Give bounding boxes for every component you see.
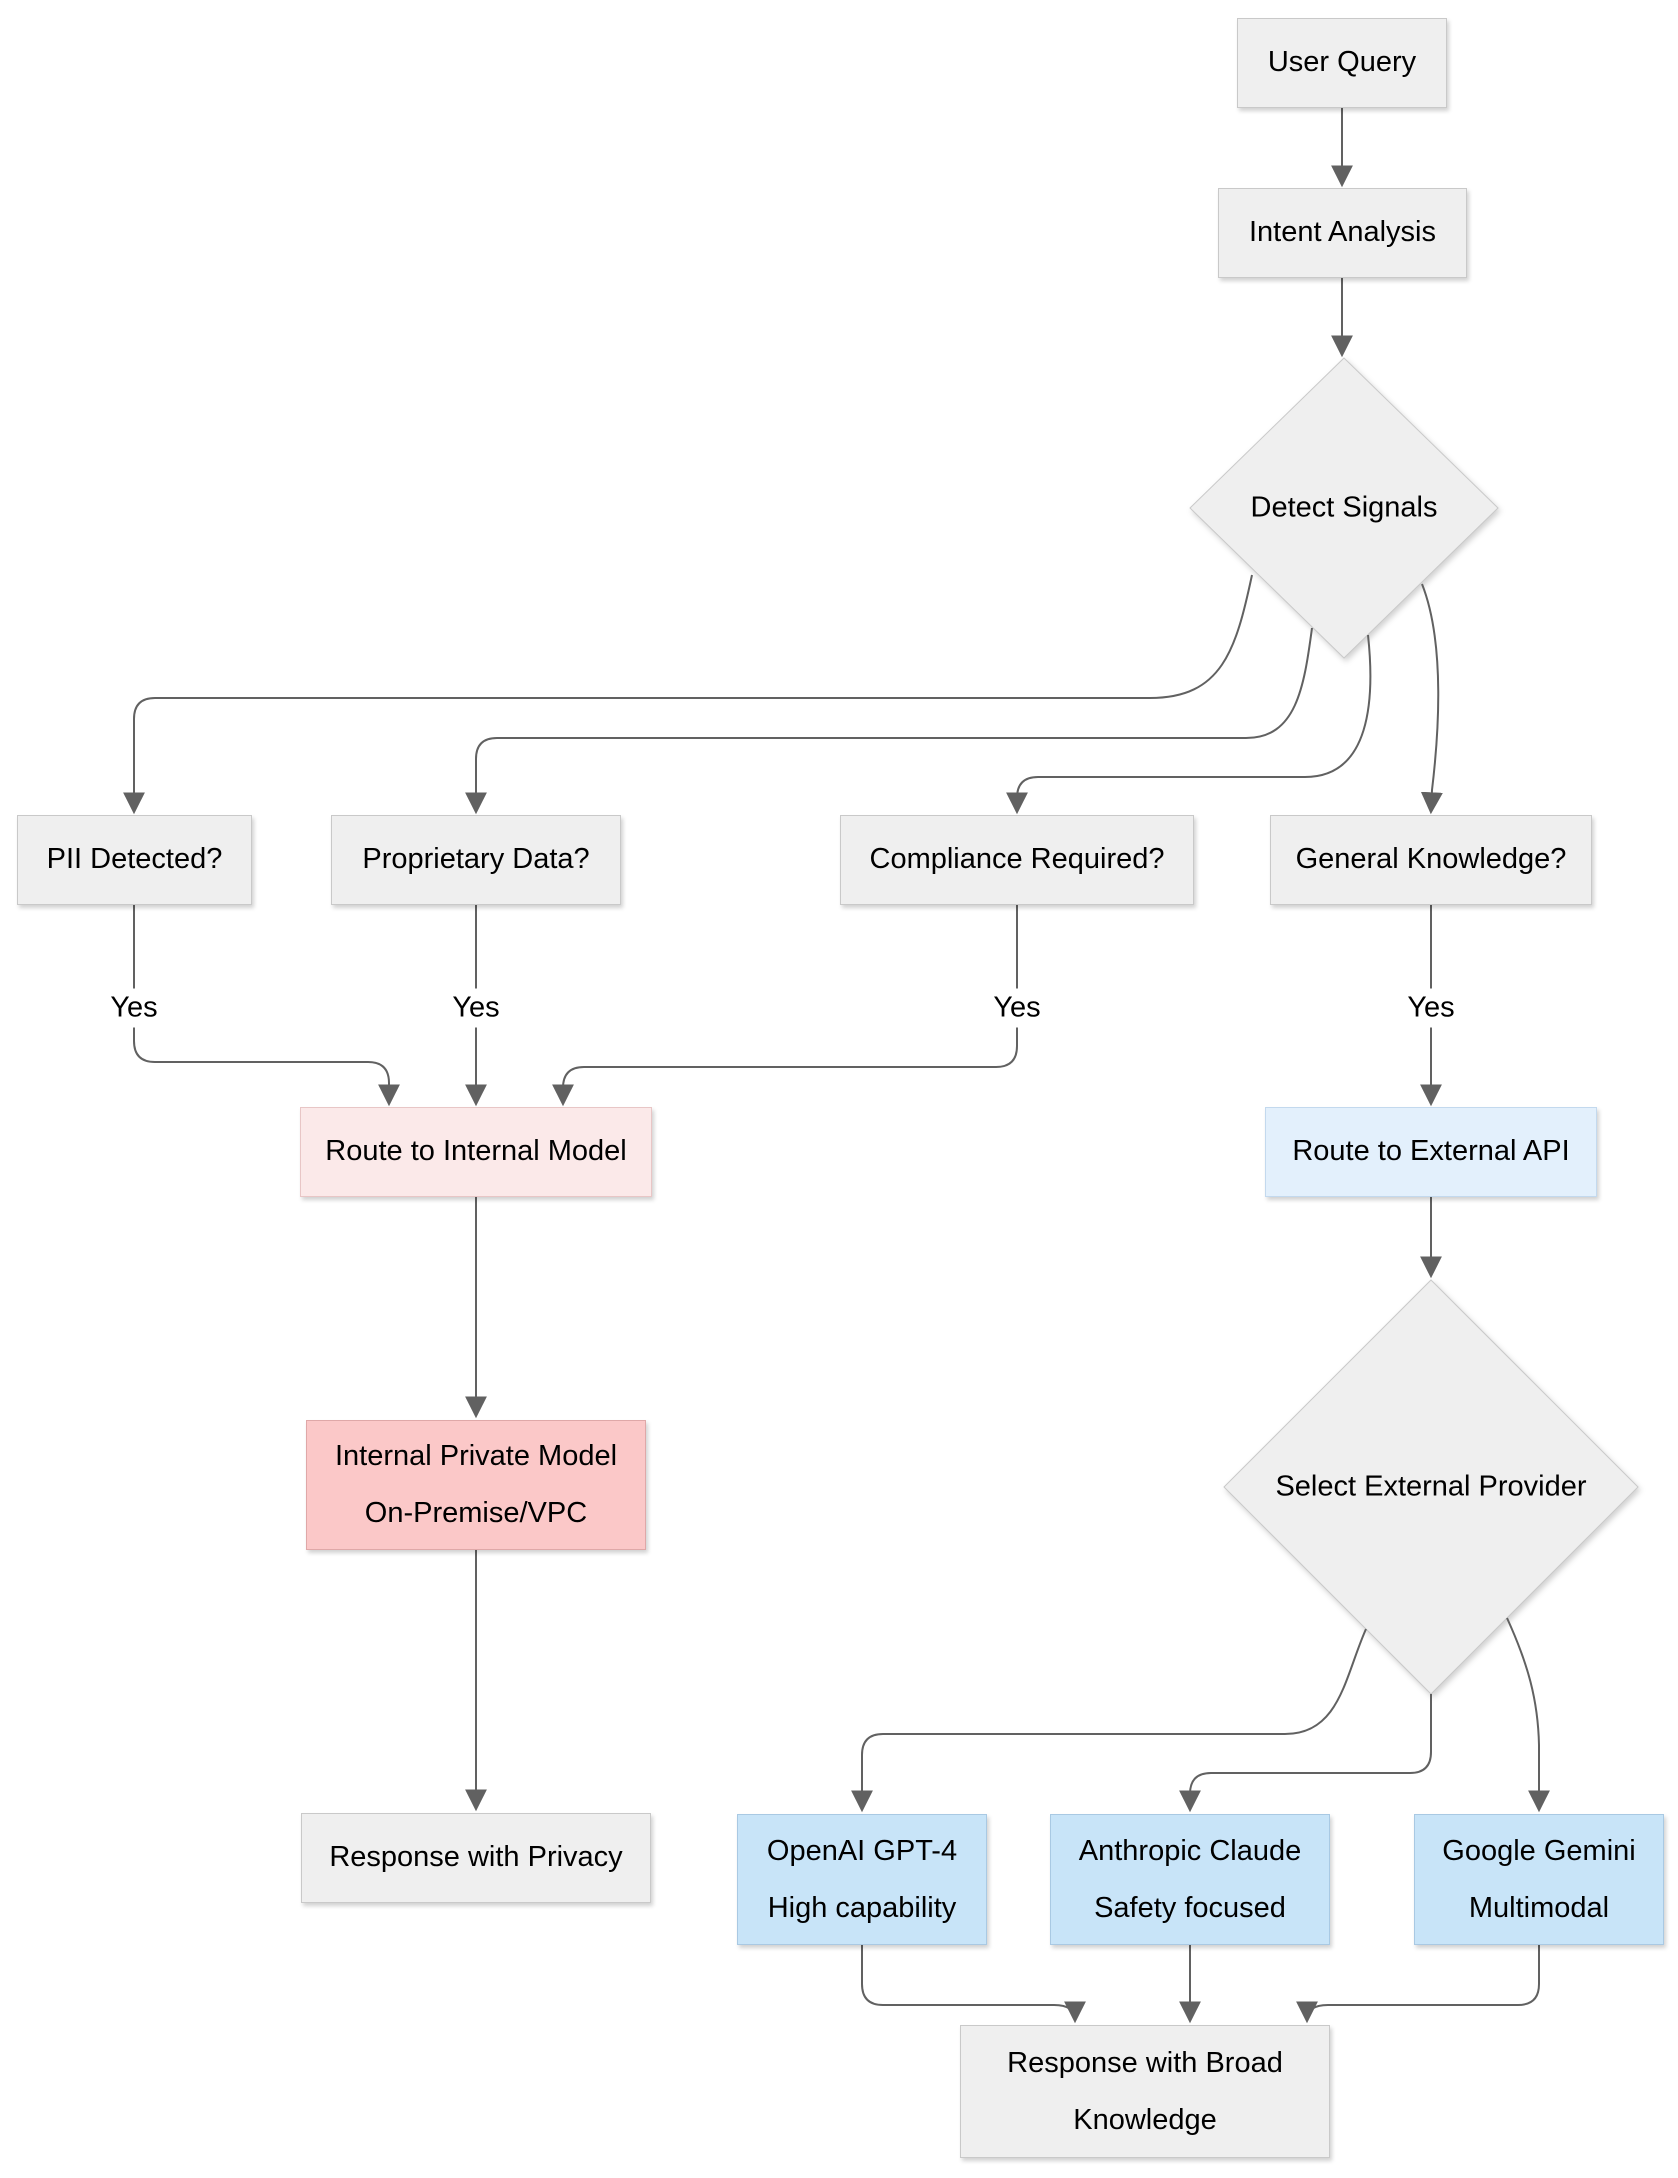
edge-label-proprietary-yes: Yes: [443, 988, 509, 1028]
node-anthropic-claude: Anthropic Claude Safety focused: [1050, 1814, 1330, 1945]
edge-label-pii-yes: Yes: [101, 988, 167, 1028]
node-pii-detected: PII Detected?: [17, 815, 252, 905]
node-user-query: User Query: [1237, 18, 1447, 108]
response-broad-line1: Response with Broad: [1007, 2046, 1283, 2079]
select-provider-label: Select External Provider: [1275, 1470, 1587, 1503]
edge-detect-to-compliance: [1006, 634, 1372, 815]
edge-openai-to-response-broad: [861, 1945, 1086, 2024]
edge-detect-to-pii: [123, 574, 1253, 815]
anthropic-line1: Anthropic Claude: [1078, 1834, 1302, 1867]
edge-select-to-anthropic: [1179, 1694, 1432, 1813]
node-route-external-api: Route to External API: [1265, 1107, 1597, 1197]
internal-model-line1: Internal Private Model: [334, 1440, 618, 1472]
edge-detect-to-proprietary: [465, 627, 1313, 815]
edge-detect-to-general: [1420, 583, 1443, 815]
node-response-with-privacy: Response with Privacy: [301, 1813, 651, 1903]
anthropic-line2: Safety focused: [1094, 1891, 1286, 1924]
edge-select-to-google: [1506, 1617, 1550, 1813]
response-broad-line2: Knowledge: [1073, 2103, 1217, 2136]
edge-label-general-yes: Yes: [1398, 988, 1464, 1028]
node-general-knowledge: General Knowledge?: [1270, 815, 1592, 905]
google-line1: Google Gemini: [1442, 1834, 1636, 1867]
internal-model-line2: On-Premise/VPC: [364, 1497, 588, 1529]
node-response-broad-knowledge: Response with Broad Knowledge: [960, 2025, 1330, 2158]
edge-pii-yes-to-route-internal: [133, 905, 400, 1107]
detect-signals-diamond: [1189, 357, 1499, 659]
node-google-gemini: Google Gemini Multimodal: [1414, 1814, 1664, 1945]
openai-line1: OpenAI GPT-4: [766, 1834, 958, 1867]
node-proprietary-data: Proprietary Data?: [331, 815, 621, 905]
edge-label-compliance-yes: Yes: [984, 988, 1050, 1028]
detect-signals-label: Detect Signals: [1250, 491, 1438, 524]
edge-google-to-response-broad: [1296, 1945, 1540, 2024]
node-openai-gpt4: OpenAI GPT-4 High capability: [737, 1814, 987, 1945]
node-route-internal-model: Route to Internal Model: [300, 1107, 652, 1197]
node-internal-private-model: Internal Private Model On-Premise/VPC: [306, 1420, 646, 1550]
node-intent-analysis: Intent Analysis: [1218, 188, 1467, 278]
edge-select-to-openai: [851, 1628, 1367, 1813]
google-line2: Multimodal: [1468, 1891, 1610, 1924]
node-compliance-required: Compliance Required?: [840, 815, 1194, 905]
edge-compliance-yes-to-route-internal: [552, 905, 1018, 1107]
openai-line2: High capability: [767, 1891, 957, 1924]
